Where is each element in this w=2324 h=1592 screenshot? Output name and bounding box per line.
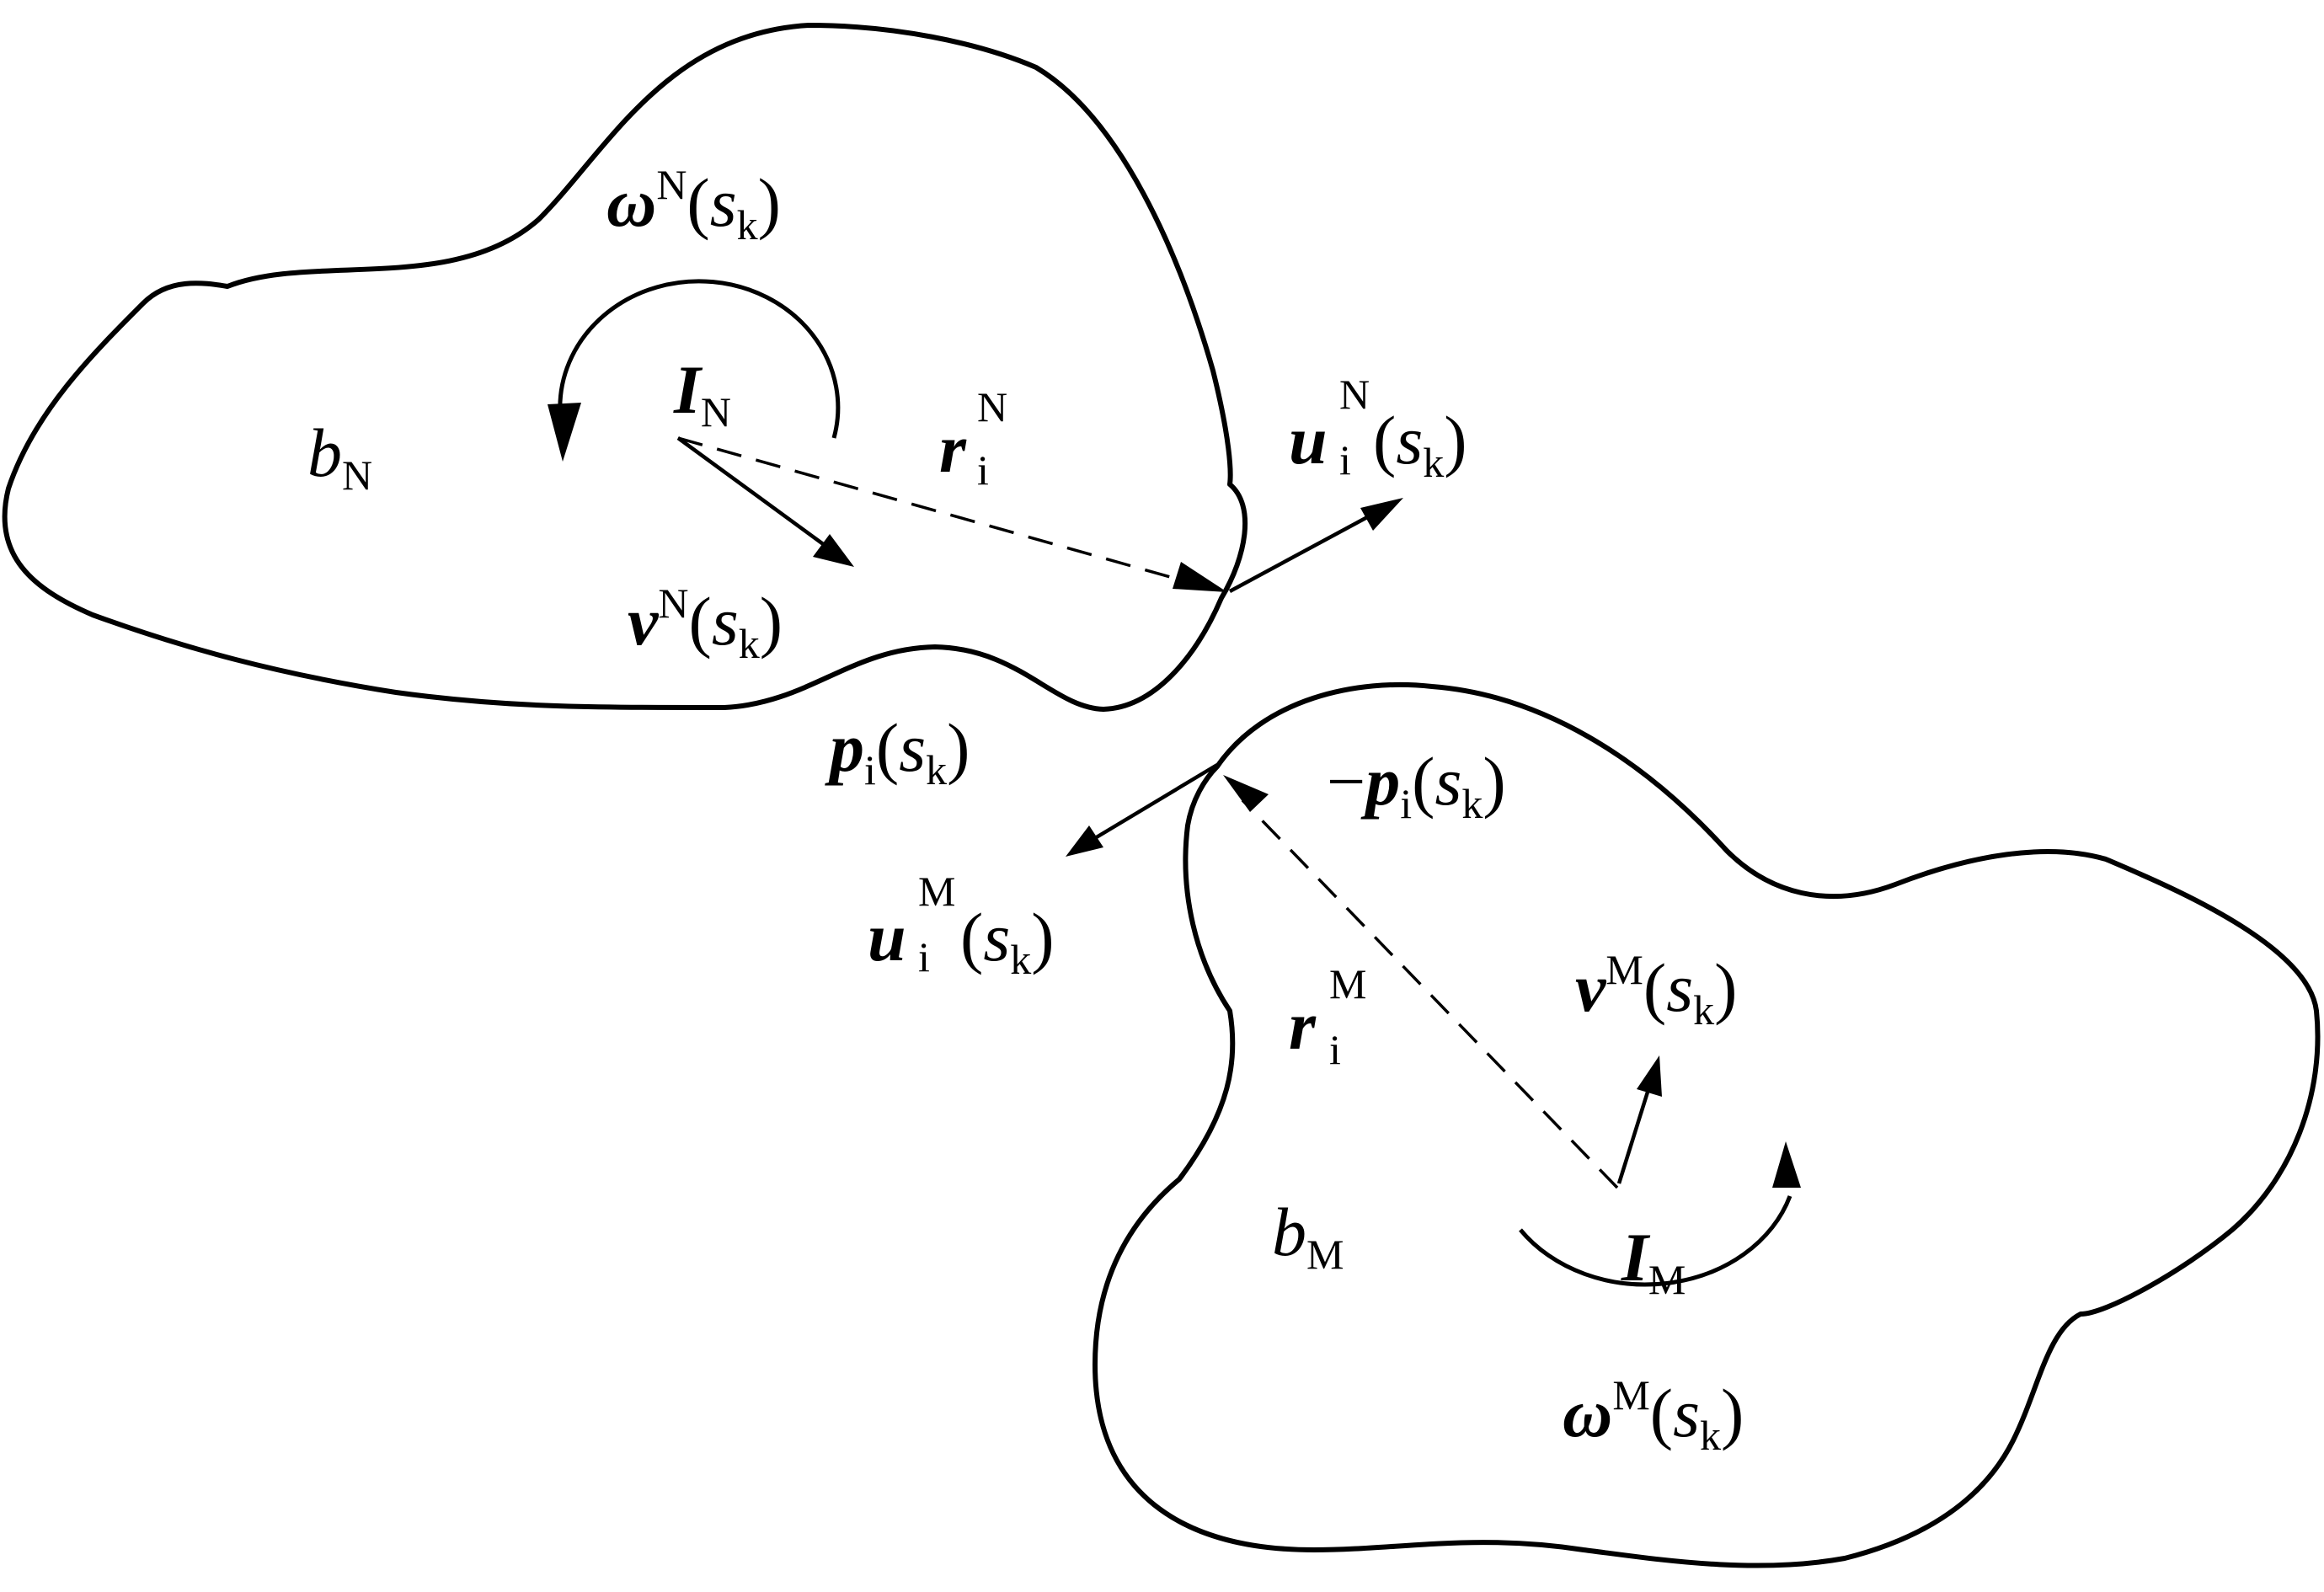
omega-m-arrowhead: [1772, 1141, 1801, 1188]
body-m-outline: [1093, 681, 2321, 1568]
body-m-label: bM: [1272, 1194, 1344, 1278]
neg-p-i-label: −pi(sk): [1327, 743, 1506, 827]
r-n-dashed-vector: [677, 436, 1180, 581]
r-m-arrowhead: [1223, 775, 1269, 812]
omega-n-arrowhead: [548, 403, 581, 462]
omega-n-rotation-arc: [558, 279, 841, 439]
i-n-label: IN: [673, 351, 731, 435]
v-n-vector: [676, 436, 827, 548]
omega-n-label: ωN(sk): [606, 161, 781, 248]
i-m-label: IM: [1621, 1219, 1686, 1303]
r-n-arrowhead: [1173, 562, 1227, 592]
v-m-label: vM(sk): [1575, 946, 1737, 1034]
body-n-label: bN: [307, 414, 372, 499]
r-m-dashed-vector: [1241, 799, 1619, 1189]
u-m-vector: [1093, 763, 1219, 840]
v-n-label: vN(sk): [628, 580, 783, 667]
v-m-vector: [1616, 1086, 1652, 1184]
body-n-outline: [2, 23, 1248, 712]
omega-m-rotation-arc: [1519, 1195, 1792, 1287]
u-n-arrowhead: [1360, 498, 1403, 531]
omega-m-label: ωM(sk): [1563, 1371, 1744, 1459]
v-m-arrowhead: [1637, 1055, 1662, 1097]
u-n-vector: [1228, 515, 1370, 593]
u-m-arrowhead: [1066, 825, 1103, 857]
v-n-arrowhead: [813, 534, 854, 567]
p-i-label: pi(sk): [825, 709, 970, 793]
